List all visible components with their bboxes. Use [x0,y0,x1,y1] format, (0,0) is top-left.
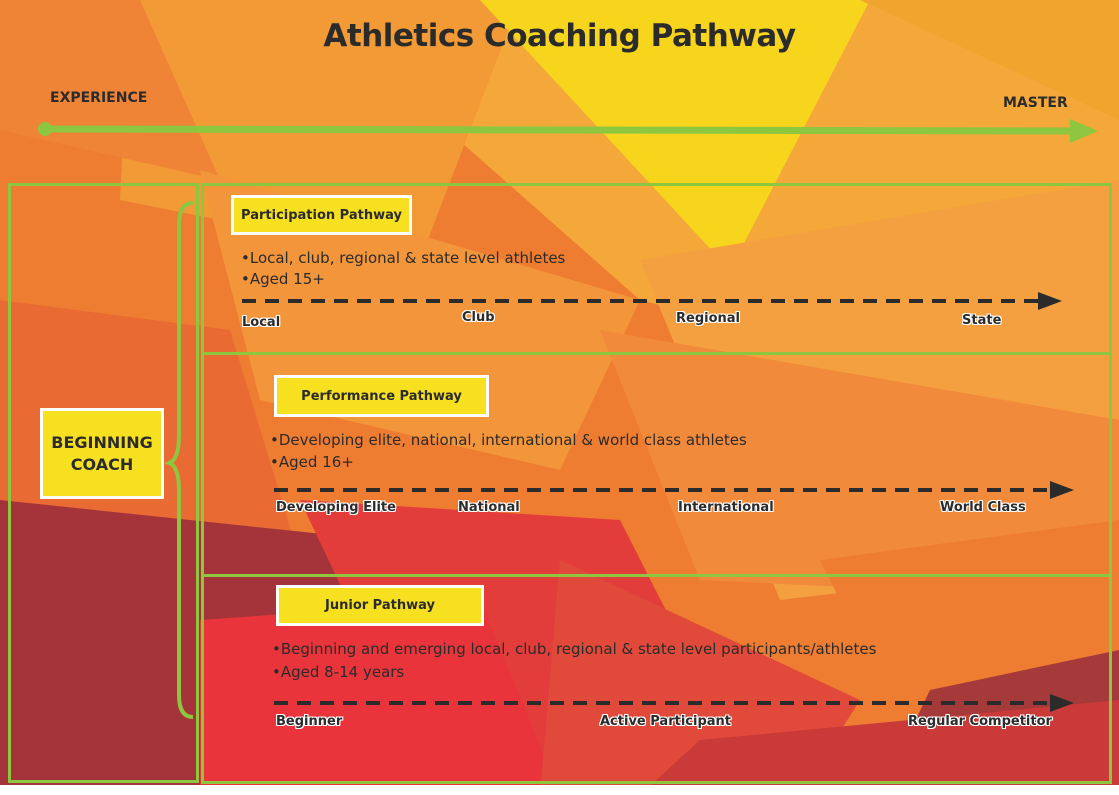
stage-label: Developing Elite [276,500,396,515]
page-title: Athletics Coaching Pathway [323,18,796,54]
stage-label: Regular Competitor [908,714,1052,729]
pathway-bullet: •Aged 16+ [270,453,354,471]
coach-label-line1: BEGINNING [51,432,153,452]
pathway-bullet: •Beginning and emerging local, club, reg… [272,640,877,658]
coach-label-line2: COACH [70,454,134,474]
stage-label: International [678,500,774,515]
pathway-title-box: Performance Pathway [274,375,489,417]
pathway-title-box: Participation Pathway [231,195,412,235]
stage-label: Active Participant [600,714,731,729]
pathway-title-box: Junior Pathway [276,585,484,626]
pathway-title: Performance Pathway [301,388,462,404]
stage-label: National [458,500,520,515]
pathway-bullet: •Aged 8-14 years [272,663,405,681]
pathway-bullet: •Developing elite, national, internation… [270,431,747,449]
pathway-arrow [274,694,1074,712]
pathway-title: Participation Pathway [241,207,402,223]
pathway-title: Junior Pathway [325,598,435,613]
brace-icon [165,201,194,719]
pathway-panel-junior [201,574,1112,784]
pathway-bullet: •Local, club, regional & state level ath… [241,249,566,267]
pathway-arrow [242,292,1062,310]
stage-label: Regional [676,311,741,326]
stage-label: Beginner [276,714,343,729]
pathway-arrow [274,481,1074,499]
stage-label: Club [462,310,495,325]
experience-arrow [38,119,1098,143]
axis-start-label: EXPERIENCE [50,90,148,106]
axis-end-label: MASTER [1003,95,1068,111]
coach-column [8,183,199,783]
stage-label: World Class [940,500,1026,515]
pathway-bullet: •Aged 15+ [241,270,325,288]
stage-label: Local [242,315,281,330]
stage-label: State [962,313,1002,328]
